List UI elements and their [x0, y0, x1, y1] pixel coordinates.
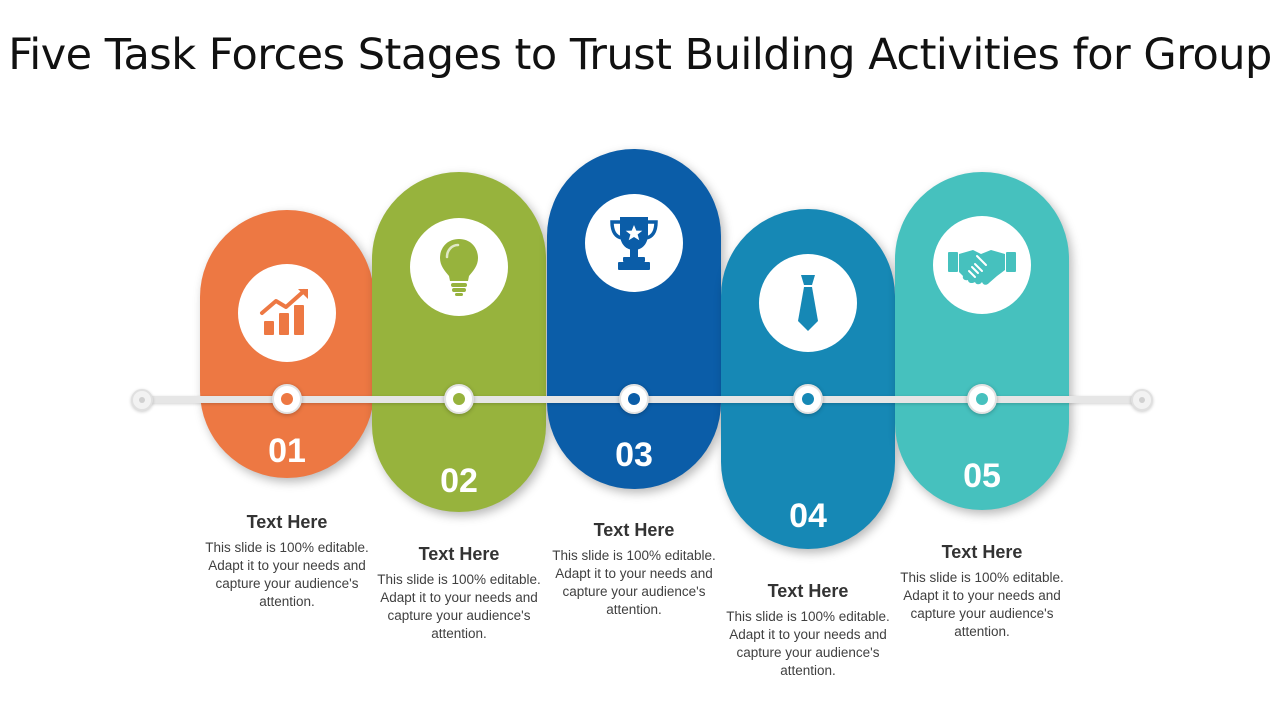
stage-4-body: This slide is 100% editable. Adapt it to… [726, 609, 890, 678]
stage-4-node [793, 384, 823, 414]
stage-5-heading: Text Here [941, 542, 1023, 562]
stage-3-number: 03 [615, 436, 653, 474]
stage-2-heading: Text Here [418, 544, 500, 564]
stage-3-pill: 03 [547, 149, 721, 489]
stage-4-heading: Text Here [767, 581, 849, 601]
stage-2-node [444, 384, 474, 414]
stage-5-icon-circle [933, 216, 1031, 314]
stage-1-number: 01 [268, 432, 306, 470]
stage-4-icon-circle [759, 254, 857, 352]
stage-3-text: Text Here This slide is 100% editable. A… [547, 520, 721, 619]
stage-2-body: This slide is 100% editable. Adapt it to… [377, 572, 541, 641]
stage-4-pill: 04 [721, 209, 895, 549]
timeline-end-cap [1131, 389, 1153, 411]
stage-5-node [967, 384, 997, 414]
stage-1-node [272, 384, 302, 414]
stage-3-heading: Text Here [593, 520, 675, 540]
stage-4-number: 04 [789, 497, 827, 535]
stage-2-text: Text Here This slide is 100% editable. A… [372, 544, 546, 643]
stage-2-number: 02 [440, 462, 478, 500]
trophy-icon [610, 217, 658, 270]
necktie-icon [798, 275, 818, 331]
stage-1-pill: 01 [200, 210, 374, 478]
timeline-start-cap [131, 389, 153, 411]
stage-1-heading: Text Here [246, 512, 328, 532]
lightbulb-icon [440, 239, 478, 296]
page-title: Five Task Forces Stages to Trust Buildin… [8, 30, 1272, 80]
stage-4-text: Text Here This slide is 100% editable. A… [721, 581, 895, 680]
stage-3-node [619, 384, 649, 414]
stage-1-body: This slide is 100% editable. Adapt it to… [205, 540, 369, 609]
stage-2-icon-circle [410, 218, 508, 316]
stage-5-text: Text Here This slide is 100% editable. A… [895, 542, 1069, 641]
stage-5-number: 05 [963, 457, 1001, 495]
stage-1-icon-circle [238, 264, 336, 362]
growth-chart-icon [260, 289, 308, 335]
stage-5-body: This slide is 100% editable. Adapt it to… [900, 570, 1064, 639]
stage-2-pill: 02 [372, 172, 546, 512]
stage-1-text: Text Here This slide is 100% editable. A… [200, 512, 374, 611]
handshake-icon [948, 250, 1016, 285]
stage-3-icon-circle [585, 194, 683, 292]
stage-5-pill: 05 [895, 172, 1069, 510]
stage-3-body: This slide is 100% editable. Adapt it to… [552, 548, 716, 617]
